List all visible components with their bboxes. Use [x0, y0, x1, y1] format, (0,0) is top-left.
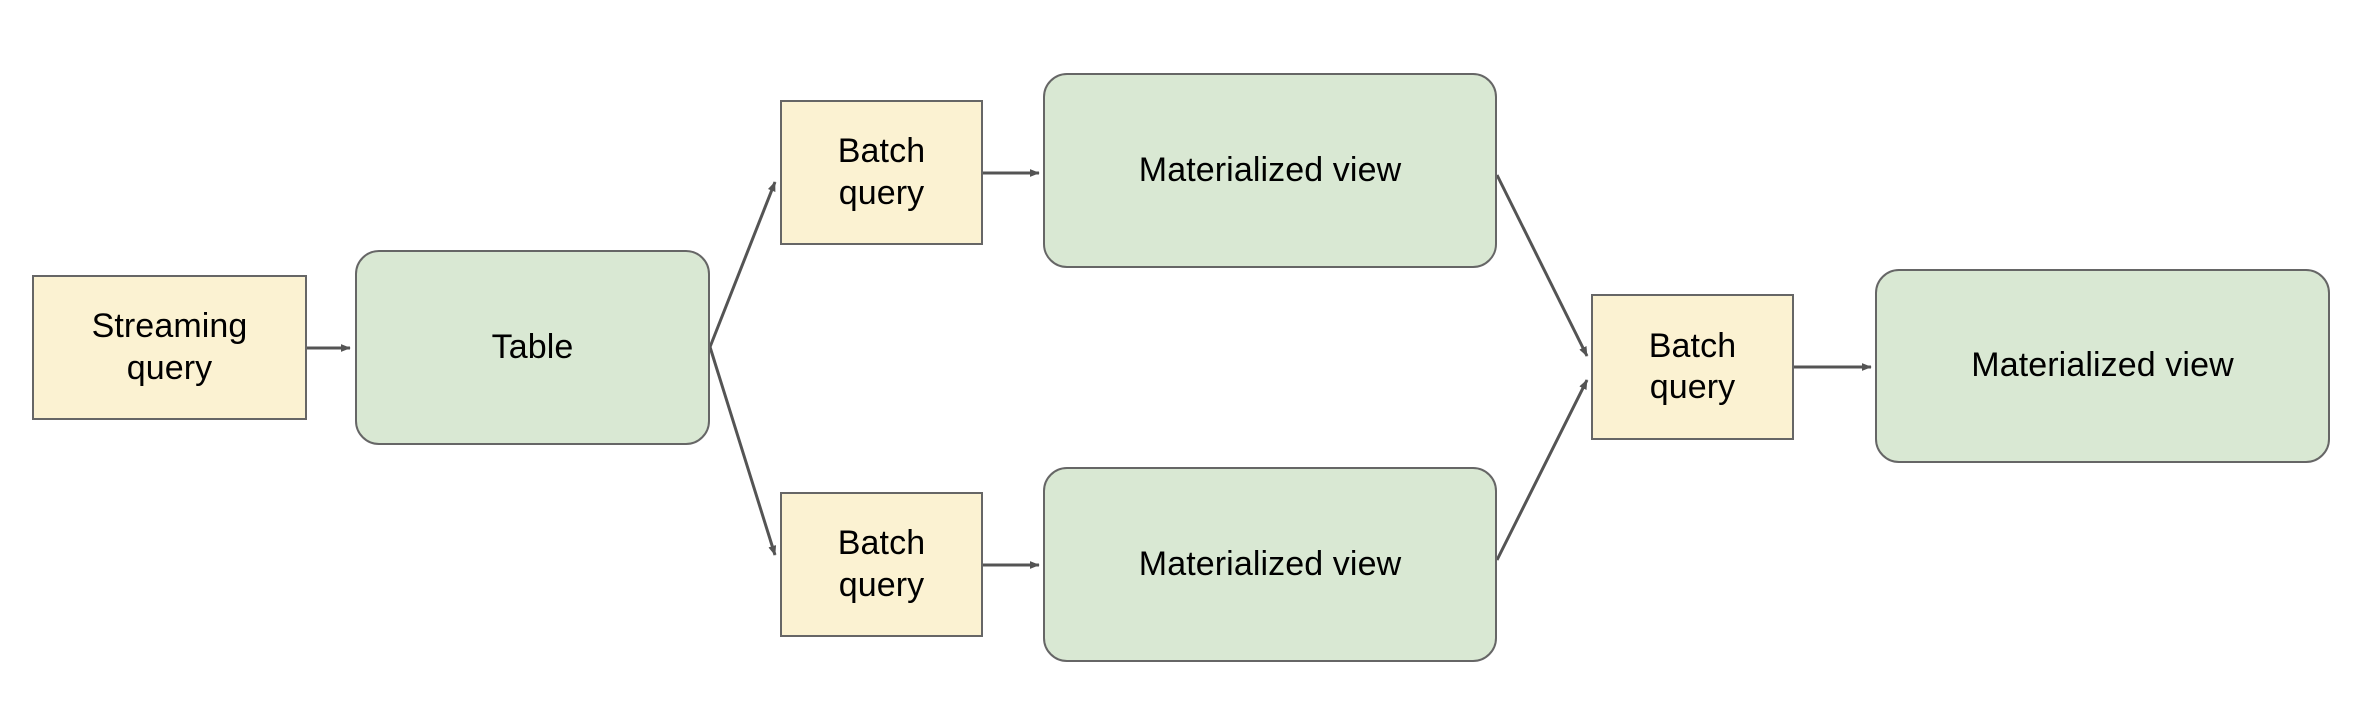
- node-batch-query-join-label: Batch query: [1648, 326, 1737, 406]
- node-materialized-view-top-label: Materialized view: [1138, 150, 1402, 189]
- node-materialized-view-bottom[interactable]: Materialized view: [1043, 467, 1497, 662]
- node-batch-query-join[interactable]: Batch query: [1591, 294, 1794, 440]
- node-table[interactable]: Table: [355, 250, 710, 445]
- edge-table-to-batch-query-bottom: [708, 346, 777, 556]
- node-materialized-view-bottom-label: Materialized view: [1138, 544, 1402, 583]
- node-table-label: Table: [491, 327, 574, 366]
- node-streaming-query-label: Streaming query: [91, 307, 248, 387]
- node-materialized-view-final[interactable]: Materialized view: [1875, 269, 2330, 463]
- node-streaming-query[interactable]: Streaming query: [32, 275, 307, 420]
- edge-materialized-view-top-to-batch-query-join: [1495, 174, 1589, 357]
- edge-table-to-batch-query-top: [708, 181, 777, 348]
- node-batch-query-bottom-label: Batch query: [837, 524, 926, 604]
- node-materialized-view-final-label: Materialized view: [1971, 346, 2234, 385]
- edge-materialized-view-bottom-to-batch-query-join: [1495, 379, 1589, 561]
- node-batch-query-top[interactable]: Batch query: [780, 100, 983, 245]
- node-batch-query-top-label: Batch query: [837, 132, 926, 212]
- node-batch-query-bottom[interactable]: Batch query: [780, 492, 983, 637]
- node-materialized-view-top[interactable]: Materialized view: [1043, 73, 1497, 268]
